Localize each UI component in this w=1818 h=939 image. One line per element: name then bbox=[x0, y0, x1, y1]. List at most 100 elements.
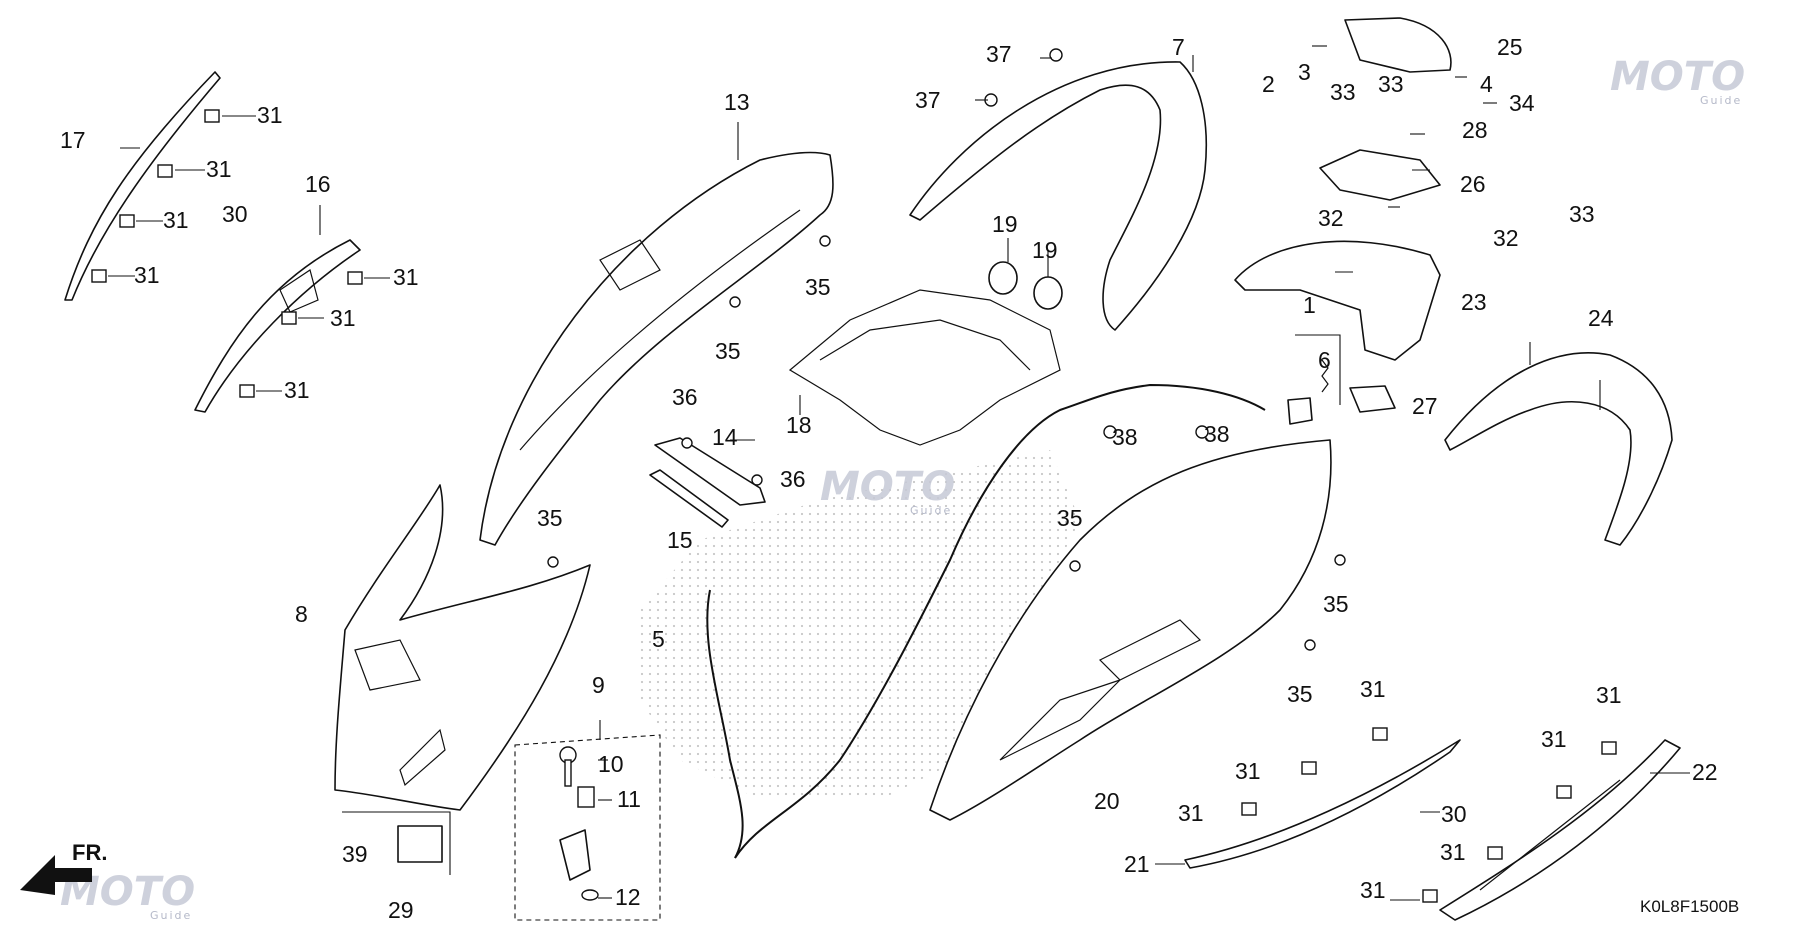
callout-16: 16 bbox=[305, 171, 331, 197]
callout-5: 5 bbox=[652, 626, 665, 652]
callout-29: 29 bbox=[388, 897, 414, 923]
callout-31k: 31 bbox=[1596, 682, 1622, 708]
callout-23: 23 bbox=[1461, 289, 1487, 315]
callout-31a: 31 bbox=[257, 102, 283, 128]
callout-2: 2 bbox=[1262, 71, 1275, 97]
part-20-cable-loop bbox=[734, 383, 1266, 859]
watermark-center: MOTO Guide bbox=[820, 464, 955, 517]
callout-14: 14 bbox=[712, 424, 738, 450]
callout-37b: 37 bbox=[915, 87, 941, 113]
part-19-bush-a bbox=[988, 261, 1018, 295]
callout-31f: 31 bbox=[330, 305, 356, 331]
part-15-strip bbox=[649, 469, 729, 528]
callout-30b: 30 bbox=[1441, 801, 1467, 827]
screw-group bbox=[547, 48, 1346, 651]
svg-text:Guide: Guide bbox=[910, 504, 952, 517]
callout-19a: 19 bbox=[992, 211, 1018, 237]
callout-31i: 31 bbox=[1235, 758, 1261, 784]
callout-32a: 32 bbox=[1318, 205, 1344, 231]
callout-34: 34 bbox=[1509, 90, 1535, 116]
callout-15: 15 bbox=[667, 527, 693, 553]
clip-group bbox=[91, 109, 1617, 903]
part-20-floor-cover bbox=[929, 439, 1332, 821]
part-19-bush-b bbox=[1033, 276, 1063, 310]
callout-31n: 31 bbox=[1360, 877, 1386, 903]
callout-31l: 31 bbox=[1541, 726, 1567, 752]
part-27-bracket bbox=[1349, 385, 1396, 413]
part-18-carrier bbox=[788, 289, 1061, 446]
part-16-panel bbox=[194, 239, 361, 413]
callout-39: 39 bbox=[342, 841, 368, 867]
callout-19b: 19 bbox=[1032, 237, 1058, 263]
part-12-latch bbox=[559, 829, 591, 881]
reference-code: K0L8F1500B bbox=[1640, 897, 1739, 916]
callout-9: 9 bbox=[592, 672, 605, 698]
callout-18: 18 bbox=[786, 412, 812, 438]
part-39-block bbox=[397, 825, 443, 863]
watermark-top-right: MOTO Guide bbox=[1610, 54, 1745, 107]
part-22-floor-strip bbox=[1439, 739, 1681, 921]
callout-22: 22 bbox=[1692, 759, 1718, 785]
part-6-spring bbox=[1321, 359, 1329, 393]
callout-33a: 33 bbox=[1330, 79, 1356, 105]
part-5-cable bbox=[706, 589, 744, 859]
part-8-front-cover bbox=[334, 484, 591, 811]
callout-12: 12 bbox=[615, 884, 641, 910]
part-1-lock bbox=[1287, 397, 1313, 425]
callout-32b: 32 bbox=[1493, 225, 1519, 251]
part-11-spring bbox=[577, 786, 595, 808]
part-26-bracket bbox=[1319, 149, 1441, 201]
callout-31c: 31 bbox=[163, 207, 189, 233]
callout-3: 3 bbox=[1298, 59, 1311, 85]
callout-28: 28 bbox=[1462, 117, 1488, 143]
callout-1: 1 bbox=[1303, 292, 1316, 318]
part-25-light-cover bbox=[1344, 17, 1452, 73]
callout-37a: 37 bbox=[986, 41, 1012, 67]
callout-35a: 35 bbox=[805, 274, 831, 300]
callout-36b: 36 bbox=[780, 466, 806, 492]
callout-35e: 35 bbox=[1323, 591, 1349, 617]
callout-27: 27 bbox=[1412, 393, 1438, 419]
callout-31m: 31 bbox=[1440, 839, 1466, 865]
callout-38b: 38 bbox=[1204, 421, 1230, 447]
leader-lines bbox=[108, 45, 1690, 901]
part-17-strip bbox=[64, 71, 221, 301]
front-arrow: FR. bbox=[20, 840, 107, 895]
part-14-trim bbox=[654, 437, 766, 506]
callout-24: 24 bbox=[1588, 305, 1614, 331]
callout-31j: 31 bbox=[1178, 800, 1204, 826]
part-13-side-cover bbox=[479, 151, 834, 546]
part-23-rear-lower bbox=[1234, 240, 1441, 361]
callout-4: 4 bbox=[1480, 71, 1493, 97]
callout-13: 13 bbox=[724, 89, 750, 115]
callout-26: 26 bbox=[1460, 171, 1486, 197]
part-7-rear-grip bbox=[909, 61, 1208, 331]
callout-30a: 30 bbox=[222, 201, 248, 227]
callout-11: 11 bbox=[617, 786, 641, 812]
callout-35b: 35 bbox=[715, 338, 741, 364]
svg-text:MOTO: MOTO bbox=[1610, 54, 1745, 100]
callout-35c: 35 bbox=[537, 505, 563, 531]
callout-31b: 31 bbox=[206, 156, 232, 182]
callout-25: 25 bbox=[1497, 34, 1523, 60]
svg-text:Guide: Guide bbox=[1700, 94, 1742, 107]
callout-6: 6 bbox=[1318, 347, 1331, 373]
callout-7: 7 bbox=[1172, 34, 1185, 60]
svg-text:FR.: FR. bbox=[72, 840, 107, 865]
callout-31d: 31 bbox=[134, 262, 160, 288]
callout-33b: 33 bbox=[1378, 71, 1404, 97]
callout-36a: 36 bbox=[672, 384, 698, 410]
callout-8: 8 bbox=[295, 601, 308, 627]
callout-35f: 35 bbox=[1287, 681, 1313, 707]
callout-35d: 35 bbox=[1057, 505, 1083, 531]
callout-20: 20 bbox=[1094, 788, 1120, 814]
callout-17: 17 bbox=[60, 127, 86, 153]
svg-text:MOTO: MOTO bbox=[820, 464, 955, 510]
part-9-group-box bbox=[514, 734, 661, 921]
part-24-fender bbox=[1444, 352, 1673, 546]
callout-31h: 31 bbox=[1360, 676, 1386, 702]
callout-21: 21 bbox=[1124, 851, 1150, 877]
callout-38a: 38 bbox=[1112, 424, 1138, 450]
callout-10: 10 bbox=[598, 751, 624, 777]
